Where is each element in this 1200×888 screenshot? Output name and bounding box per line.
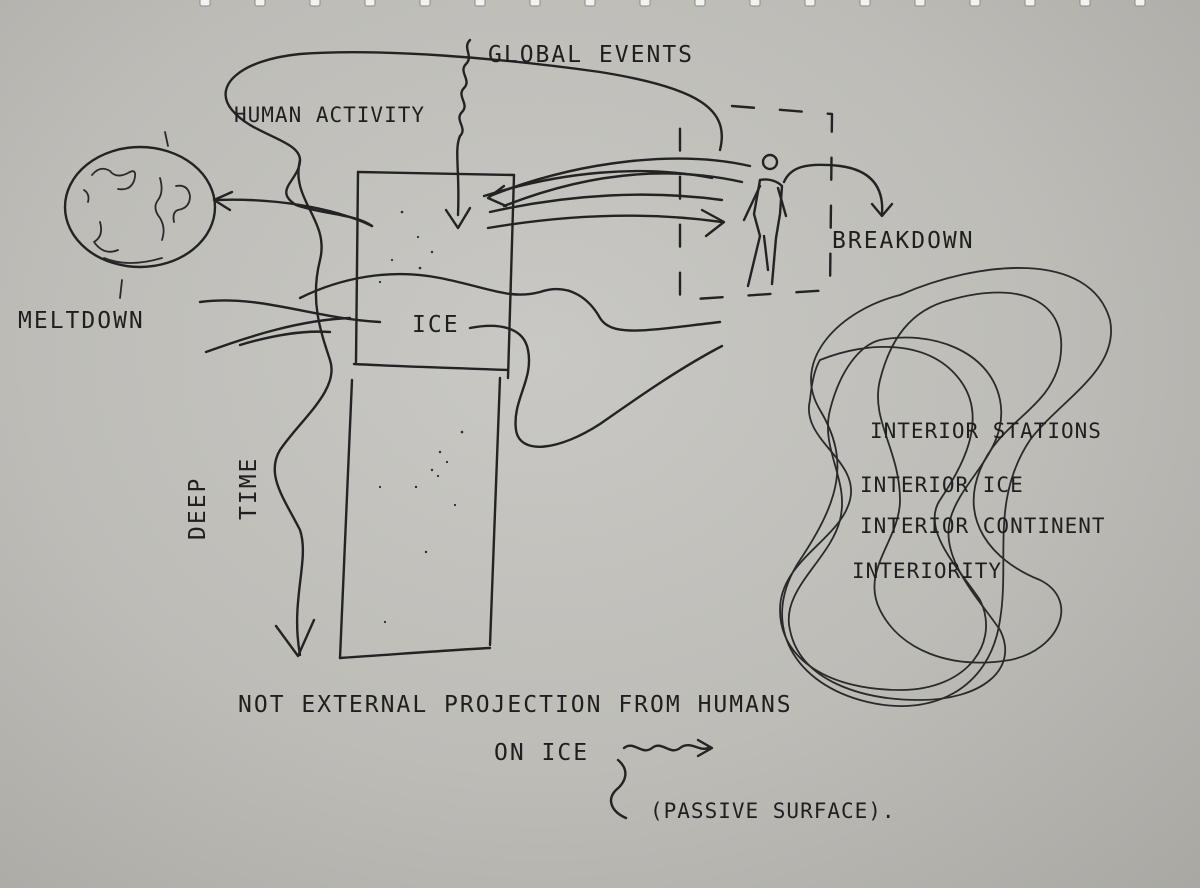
label-meltdown: MELTDOWN [18, 308, 145, 334]
arrow-to-globe-head [212, 190, 234, 212]
label-interior-ice: INTERIOR ICE [860, 473, 1024, 497]
label-interior-continent: INTERIOR CONTINENT [860, 514, 1106, 538]
label-deep: DEEP [185, 477, 211, 540]
breakdown-arrow [782, 163, 884, 216]
global-events-arrowhead [444, 206, 472, 230]
interior-loops [779, 267, 1113, 707]
wave-arrowhead [696, 738, 714, 758]
wave-arrow [622, 743, 710, 752]
arrow-to-globe [214, 198, 374, 228]
globe-icon [63, 131, 217, 299]
arrow-to-figure-2 [488, 193, 724, 214]
global-events-squiggle [456, 38, 472, 217]
deep-time-line [273, 158, 333, 657]
arrow-to-figure-head [700, 208, 726, 238]
breakdown-arrowhead [870, 202, 894, 218]
label-note-line1: NOT EXTERNAL PROJECTION FROM HUMANS [238, 692, 793, 718]
arrow-from-figure-2 [502, 172, 744, 208]
label-breakdown: BREAKDOWN [832, 228, 975, 254]
label-interior-stations: INTERIOR STATIONS [870, 419, 1102, 443]
meltdown-line-lower [204, 316, 352, 354]
arrow-from-figure-head [486, 184, 508, 208]
label-note-line3: (PASSIVE SURFACE). [650, 799, 896, 823]
figure-frame [678, 104, 834, 302]
ice-core-column [338, 170, 516, 660]
human-activity-loop [224, 51, 723, 228]
ice-flow-lower [468, 324, 724, 448]
label-interiority: INTERIORITY [852, 559, 1002, 583]
label-human-activity: HUMAN ACTIVITY [234, 103, 425, 127]
arrow-from-figure-1 [488, 157, 752, 198]
binding-holes [199, 0, 1146, 7]
label-global-events: GLOBAL EVENTS [488, 42, 694, 68]
deep-time-arrowhead [274, 618, 316, 658]
arrow-to-figure-3 [486, 214, 724, 230]
label-note-line2: ON ICE [494, 740, 589, 766]
meltdown-line [198, 299, 382, 324]
label-ice: ICE [412, 312, 460, 338]
ice-flow-upper [298, 272, 722, 332]
human-figure-icon [742, 153, 788, 288]
label-time: TIME [236, 457, 262, 520]
tail-squiggle [609, 758, 628, 820]
ice-speckles [378, 210, 464, 624]
ice-flow-left [238, 330, 332, 347]
